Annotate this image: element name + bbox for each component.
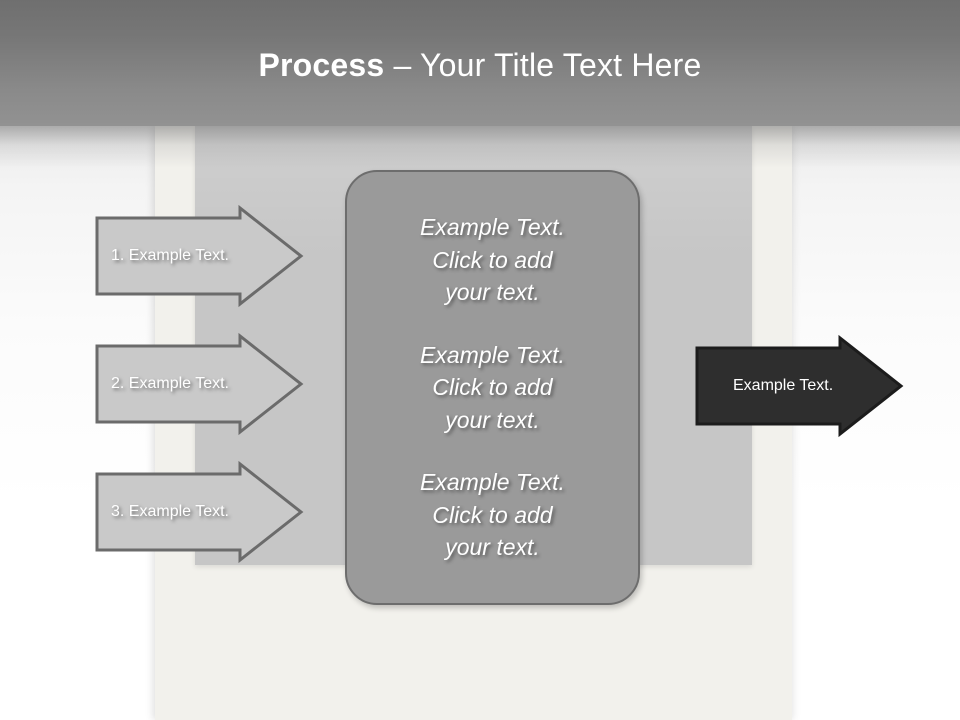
right-arrow-icon [695,334,904,438]
process-step-arrow-3[interactable]: 3. Example Text. [95,460,304,564]
process-step-label-2: 2. Example Text. [111,375,229,392]
center-text-block-2[interactable]: Example Text. Click to add your text. [420,341,565,433]
process-step-label-1: 1. Example Text. [111,247,229,264]
page-title-bold: Process [258,47,394,83]
center-text-block-1[interactable]: Example Text. Click to add your text. [420,213,565,306]
center-text-block-3[interactable]: Example Text. Click to add your text. [420,469,565,561]
right-arrow-icon [95,332,304,436]
process-step-label-3: 3. Example Text. [111,503,229,520]
process-step-arrow-1[interactable]: 1. Example Text. [95,204,304,308]
right-arrow-icon [95,460,304,564]
page-title: Process – Your Title Text Here [0,47,960,83]
title-header-band [0,0,960,126]
output-result-arrow[interactable]: Example Text. [695,334,904,438]
process-step-arrow-2[interactable]: 2. Example Text. [95,332,304,436]
page-title-regular: – Your Title Text Here [393,47,702,83]
output-result-label: Example Text. [733,377,834,394]
center-content-box[interactable]: Example Text. Click to add your text. Ex… [345,170,640,605]
right-arrow-icon [95,204,304,308]
